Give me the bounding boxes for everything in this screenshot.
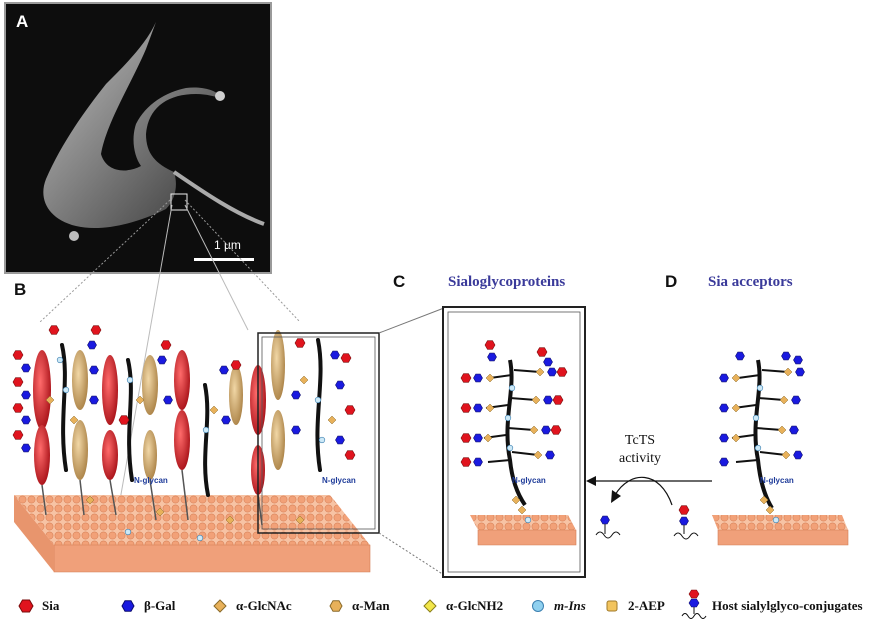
- scale-bar: [194, 258, 254, 261]
- legend-item-alpha-man: α-Man: [328, 594, 390, 618]
- panel-d-title: Sia acceptors: [708, 274, 793, 290]
- legend-label: α-GlcNH2: [446, 598, 504, 613]
- beta-gal-hexagon-icon: [121, 600, 135, 612]
- n-glycan-label-b1: N-glycan: [134, 476, 168, 485]
- host-conjugate-product: [595, 515, 621, 539]
- panel-c-letter: C: [393, 272, 406, 291]
- mucin-tan-group: [72, 330, 285, 480]
- membrane-edge-b: [14, 495, 54, 572]
- alpha-glcnac-diamond-icon: [213, 599, 227, 613]
- sia-hexagon-icon: [18, 599, 34, 613]
- legend-item-2-aep: 2-AEP: [604, 594, 665, 618]
- membrane-diagram: [12, 199, 849, 578]
- tcts-label: TcTS: [624, 433, 656, 448]
- n-glycan-label-d: N-glycan: [760, 476, 794, 485]
- legend-item-host-conjugates: Host sialylglyco-conjugates: [680, 589, 863, 619]
- legend-label: β-Gal: [144, 598, 176, 613]
- host-conjugate-donor: [673, 505, 699, 540]
- activity-label: activity: [619, 451, 661, 466]
- host-sialylglyco-conjugate-icon: [681, 589, 707, 619]
- legend-label: m-Ins: [554, 598, 586, 613]
- curved-arrow: [614, 476, 673, 506]
- panel-b-letter: B: [14, 280, 27, 299]
- sem-micrograph: A 1 µm: [4, 2, 272, 274]
- m-ins-circle-icon: [532, 600, 544, 612]
- legend-label: α-GlcNAc: [236, 598, 292, 613]
- trypanosome-image: [43, 22, 265, 241]
- legend: Sia β-Gal α-GlcNAc α-Man α-GlcNH2 m-Ins …: [0, 589, 892, 630]
- glycoprotein-d: [719, 351, 805, 524]
- mucin-red-group: [33, 350, 266, 495]
- legend-item-m-ins: m-Ins: [530, 594, 586, 618]
- panel-a-letter: A: [16, 12, 29, 31]
- legend-item-alpha-glcnh2: α-GlcNH2: [422, 594, 503, 618]
- membrane-top-b: [14, 495, 370, 545]
- panel-d-letter: D: [665, 272, 678, 291]
- 2-aep-square-icon: [606, 600, 618, 612]
- legend-label: α-Man: [352, 598, 390, 613]
- panel-c-title: Sialoglycoproteins: [448, 274, 566, 290]
- legend-label: Sia: [42, 598, 60, 613]
- tcts-activity-label: TcTS activity: [602, 432, 678, 468]
- legend-label: Host sialylglyco-conjugates: [712, 598, 863, 613]
- alpha-glcnh2-diamond-icon: [423, 599, 437, 613]
- n-glycan-label-c: N-glycan: [512, 476, 546, 485]
- legend-item-beta-gal: β-Gal: [120, 594, 175, 618]
- alpha-man-hexagon-icon: [329, 600, 343, 612]
- legend-label: 2-AEP: [628, 598, 665, 613]
- glycoprotein-c: [460, 340, 568, 524]
- membrane-side-b: [53, 544, 371, 573]
- n-glycan-label-b2: N-glycan: [322, 476, 356, 485]
- legend-item-sia: Sia: [18, 594, 59, 618]
- legend-item-alpha-glcnac: α-GlcNAc: [212, 594, 292, 618]
